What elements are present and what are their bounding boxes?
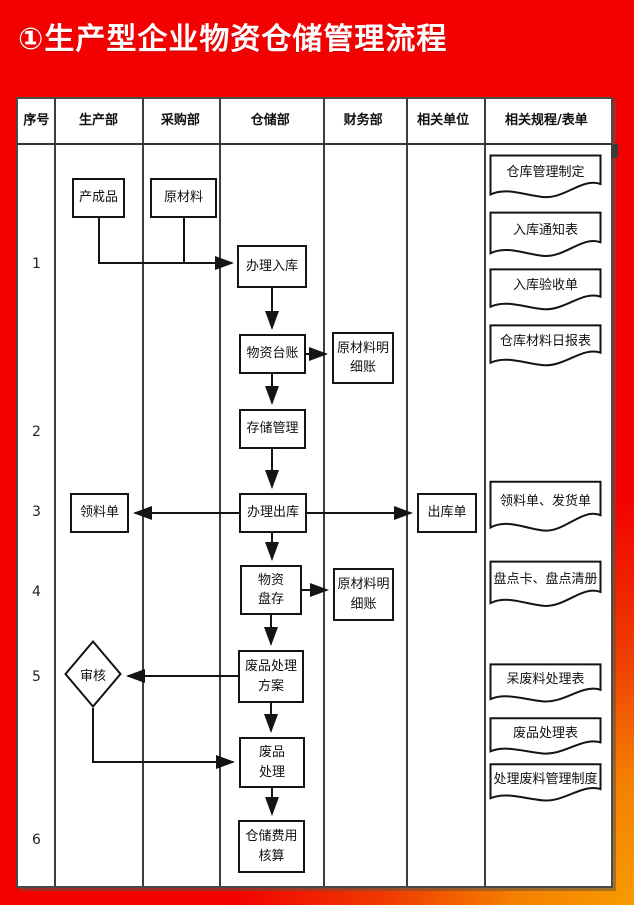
document-shape-icon [489,663,602,704]
row-number-3: 3 [32,504,41,520]
doc-label: 处理废料管理制度 [493,771,598,787]
node-review-label: 审核 [79,668,106,684]
doc-scrap-management-rules: 处理废料管理制度 [489,763,602,803]
node-raw-material-detail-ledger-2: 原材料明 细账 [333,568,394,621]
column-divider [406,99,408,886]
row-number-5: 5 [32,669,41,685]
header-production: 生产部 [78,112,118,128]
node-storage-management: 存储管理 [239,409,306,449]
doc-inbound-acceptance-form: 入库验收单 [489,268,602,312]
scrollbar-thumb[interactable] [611,144,618,158]
diamond-shape-icon [64,639,122,709]
header-seq: 序号 [23,112,50,128]
node-outbound-order: 出库单 [417,493,477,533]
node-review-diamond: 审核 [64,639,122,709]
doc-label: 呆废料处理表 [506,672,585,688]
node-outbound-processing: 办理出库 [239,493,307,533]
page-title: ①生产型企业物资仓储管理流程 [18,22,448,57]
document-shape-icon [489,763,602,803]
doc-scrap-disposal-form: 废品处理表 [489,717,602,756]
document-shape-icon [489,154,602,200]
node-inbound-processing: 办理入库 [237,245,307,288]
doc-label: 盘点卡、盘点清册 [493,572,598,588]
doc-label: 入库验收单 [512,278,578,294]
document-shape-icon [489,560,602,609]
node-material-requisition: 领料单 [70,493,129,533]
node-warehouse-cost-accounting: 仓储费用 核算 [238,820,305,873]
document-shape-icon [489,324,602,368]
document-shape-icon [489,480,602,534]
doc-label: 仓库材料日报表 [499,334,591,350]
column-divider [484,99,486,886]
row-number-2: 2 [32,424,41,440]
doc-warehouse-material-daily-report: 仓库材料日报表 [489,324,602,368]
header-finance: 财务部 [343,112,383,128]
row-number-4: 4 [32,584,41,600]
doc-warehouse-management-rules: 仓库管理制定 [489,154,602,200]
table-header-row: 序号 生产部 采购部 仓储部 财务部 相关单位 相关规程/表单 [18,99,611,145]
header-warehouse: 仓储部 [250,112,290,128]
doc-requisition-delivery-forms: 领料单、发货单 [489,480,602,534]
header-related-units: 相关单位 [417,112,470,128]
row-number-1: 1 [32,256,41,272]
column-divider [323,99,325,886]
document-shape-icon [489,268,602,312]
doc-label: 领料单、发货单 [499,493,591,509]
node-raw-material: 原材料 [150,178,217,218]
column-divider [54,99,56,886]
doc-label: 入库通知表 [512,222,578,238]
flowchart-table: 序号 生产部 采购部 仓储部 财务部 相关单位 相关规程/表单 1 2 3 4 … [16,97,613,888]
doc-label: 废品处理表 [512,725,578,741]
doc-inbound-notice-form: 入库通知表 [489,211,602,259]
header-purchasing: 采购部 [160,112,200,128]
node-raw-material-detail-ledger-1: 原材料明 细账 [332,332,394,384]
doc-label: 仓库管理制定 [506,165,585,181]
node-material-ledger: 物资台账 [239,334,306,374]
node-material-stocktake: 物资 盘存 [240,565,302,615]
node-scrap-disposal: 废品 处理 [239,737,305,788]
header-related-forms: 相关规程/表单 [505,112,588,128]
document-shape-icon [489,717,602,756]
node-finished-goods: 产成品 [72,178,125,218]
flow-connectors [92,218,413,816]
doc-stocktake-card-register: 盘点卡、盘点清册 [489,560,602,609]
column-divider [219,99,221,886]
column-divider [142,99,144,886]
document-shape-icon [489,211,602,259]
row-number-6: 6 [32,832,41,848]
doc-dead-scrap-material-form: 呆废料处理表 [489,663,602,704]
node-scrap-disposal-plan: 废品处理 方案 [238,650,304,703]
